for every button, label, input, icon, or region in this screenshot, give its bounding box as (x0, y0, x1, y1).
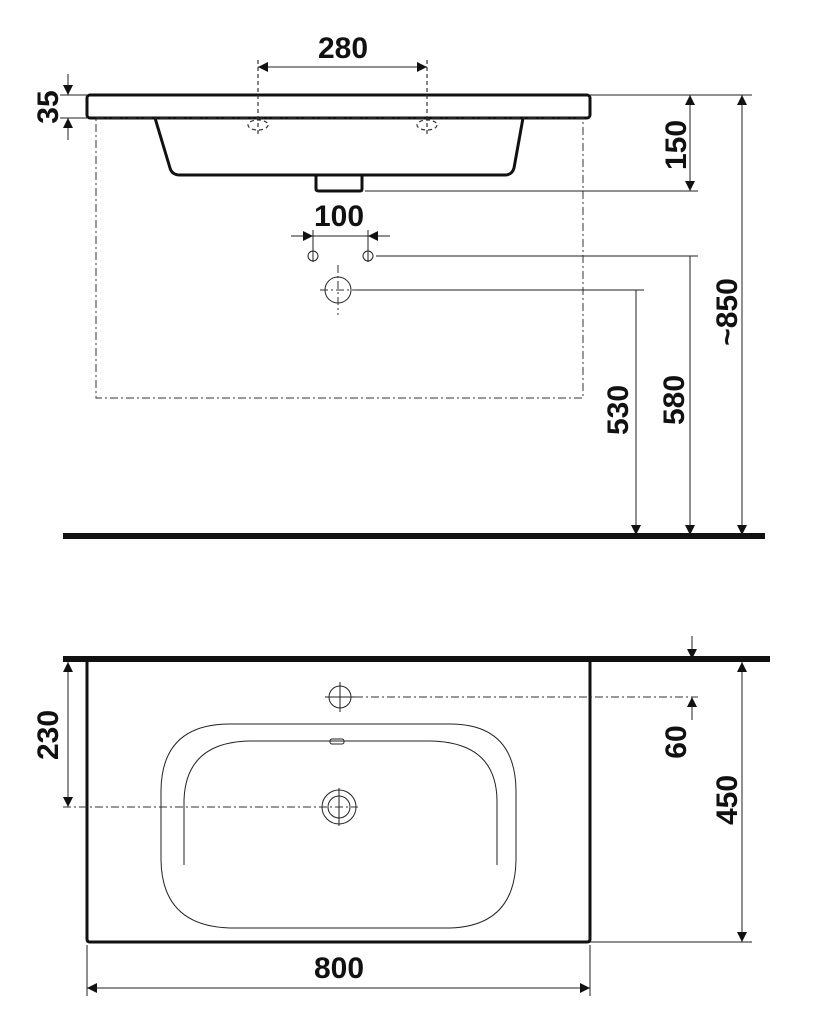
cabinet-outline (95, 117, 584, 399)
dim-450-label: 450 (711, 775, 744, 825)
supply-hole-left (307, 250, 319, 262)
dim-60-label: 60 (660, 725, 693, 758)
basin-top-outline (85, 659, 592, 944)
dim-530-label: 530 (602, 385, 635, 435)
dim-35-label: 35 (32, 90, 65, 123)
dim-150-label: 150 (660, 120, 693, 170)
bowl-inner (183, 740, 498, 865)
dim-800-label: 800 (314, 952, 364, 985)
basin-bowl (153, 117, 525, 177)
front-view: 280 35 150 100 530 580 ~850 (32, 32, 765, 539)
dim-580-label: 580 (658, 375, 691, 425)
dim-850-label: ~850 (711, 278, 744, 346)
outlet (314, 175, 364, 193)
supply-hole-right (362, 250, 374, 262)
overflow (329, 738, 345, 745)
dim-280-label: 280 (318, 32, 368, 65)
dim-230-label: 230 (32, 710, 65, 760)
tap-holes-hidden (247, 60, 438, 135)
bowl-outer (160, 723, 517, 929)
basin-rim (85, 93, 592, 120)
dim-100-label: 100 (314, 200, 364, 233)
top-view: 230 60 450 800 (32, 636, 770, 996)
